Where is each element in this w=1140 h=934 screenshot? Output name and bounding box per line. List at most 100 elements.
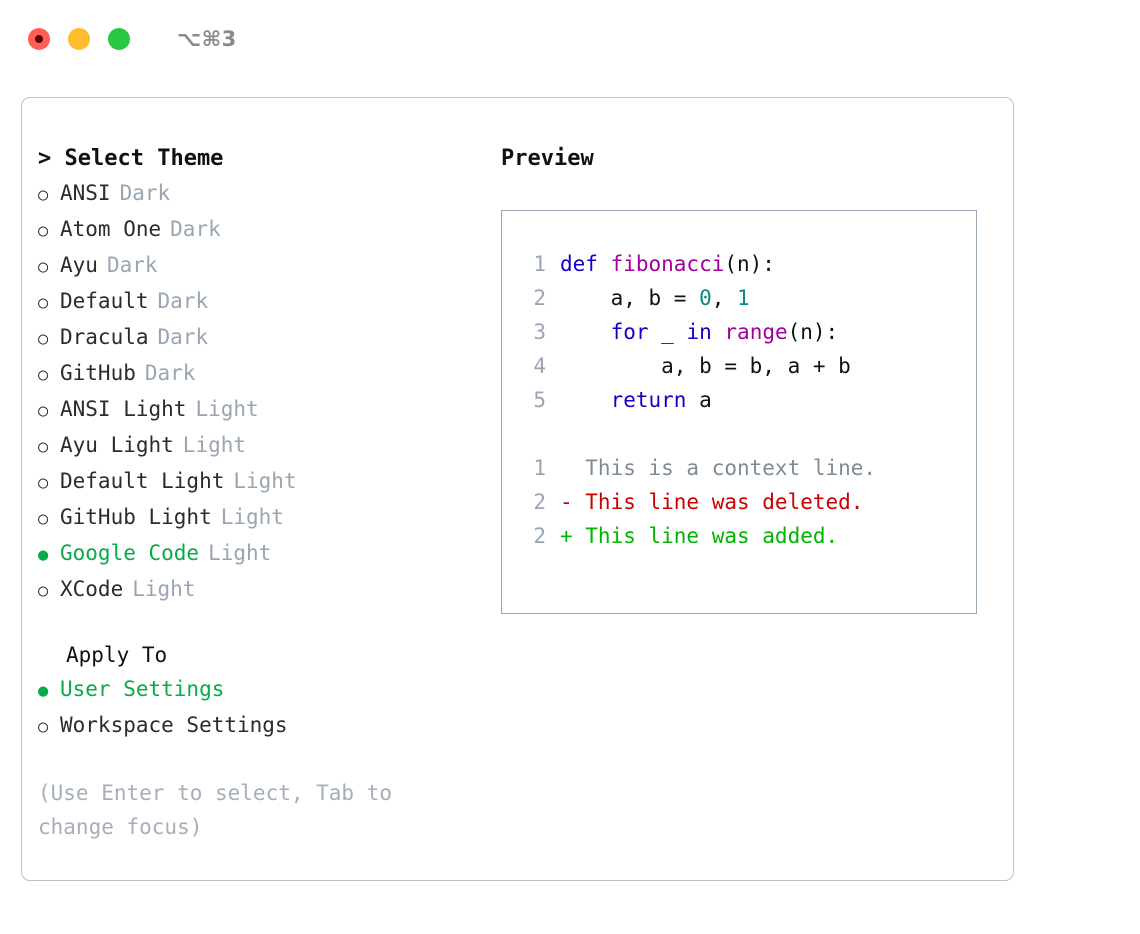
radio-unselected-icon: ○ — [38, 329, 49, 349]
theme-option-label: GitHub — [60, 361, 136, 385]
diff-line-content: This is a context line. — [560, 456, 877, 480]
window-titlebar: ⌥⌘3 — [0, 0, 1140, 78]
radio-unselected-icon: ○ — [38, 401, 49, 421]
code-token-plain: (n): — [787, 320, 839, 344]
code-line-number: 5 — [533, 388, 546, 412]
minimize-button-icon[interactable] — [68, 28, 90, 50]
code-token-plain: (n): — [724, 252, 775, 276]
apply-to-option-user-settings[interactable]: ● User Settings — [38, 672, 478, 708]
close-button-icon[interactable] — [28, 28, 50, 50]
code-line-number: 4 — [533, 354, 546, 378]
apply-to-option-label: Workspace Settings — [60, 713, 288, 737]
code-token-plain: _ — [648, 320, 687, 344]
theme-variant-tag: Dark — [119, 181, 171, 205]
diff-line-number: 2 — [533, 524, 546, 548]
code-token-plain — [560, 388, 611, 412]
radio-unselected-icon: ○ — [38, 581, 49, 601]
apply-to-option-workspace-settings[interactable]: ○ Workspace Settings — [38, 708, 478, 744]
radio-unselected-icon: ○ — [38, 293, 49, 313]
diff-line-ctx: 1 This is a context line. — [516, 451, 976, 485]
theme-option-label: Google Code — [60, 541, 200, 565]
theme-option-ayu[interactable]: ○ Ayu Dark — [38, 248, 478, 284]
code-token-plain — [560, 320, 611, 344]
theme-option-atom-one[interactable]: ○ Atom One Dark — [38, 212, 478, 248]
diff-line-content: - This line was deleted. — [560, 490, 864, 514]
code-token-num: 1 — [737, 286, 750, 310]
radio-unselected-icon: ○ — [38, 257, 49, 277]
theme-variant-tag: Dark — [157, 289, 209, 313]
radio-unselected-icon: ○ — [38, 437, 49, 457]
code-token-num: 0 — [699, 286, 712, 310]
code-token-plain — [712, 320, 725, 344]
apply-to-option-label: User Settings — [60, 677, 225, 701]
theme-option-label: GitHub Light — [60, 505, 212, 529]
code-token-plain: a — [686, 388, 712, 412]
radio-unselected-icon: ○ — [38, 185, 49, 205]
apply-to-heading: Apply To — [66, 643, 168, 667]
code-line-content: def fibonacci(n): — [560, 247, 775, 281]
theme-variant-tag: Light — [220, 505, 284, 529]
theme-option-xcode[interactable]: ○ XCode Light — [38, 572, 478, 608]
keyboard-shortcut-label: ⌥⌘3 — [177, 27, 237, 51]
code-line: 1 def fibonacci(n): — [516, 247, 976, 281]
apply-to-section: Apply To ● User Settings ○ Workspace Settin… — [38, 638, 478, 744]
apply-to-option-list[interactable]: ● User Settings ○ Workspace Settings — [38, 672, 478, 744]
theme-variant-tag: Light — [132, 577, 196, 601]
theme-variant-tag: Dark — [144, 361, 196, 385]
theme-variant-tag: Dark — [170, 217, 221, 241]
code-line: 5 return a — [516, 383, 976, 417]
radio-selected-icon: ● — [38, 545, 49, 565]
theme-option-label: Ayu — [60, 253, 98, 277]
code-token-plain: a, b = — [560, 286, 700, 310]
diff-line-number: 2 — [533, 490, 546, 514]
theme-variant-tag: Light — [195, 397, 259, 421]
theme-variant-tag: Dark — [157, 325, 209, 349]
theme-variant-tag: Dark — [106, 253, 158, 277]
code-token-kw: def — [560, 252, 611, 276]
code-line: 4 a, b = b, a + b — [516, 349, 976, 383]
radio-unselected-icon: ○ — [38, 473, 49, 493]
code-token-fn: range — [724, 320, 788, 344]
code-line-content: for _ in range(n): — [560, 315, 839, 349]
theme-option-label: Atom One — [60, 217, 162, 241]
diff-line-del: 2 - This line was deleted. — [516, 485, 976, 519]
traffic-lights — [28, 28, 130, 50]
code-line-content: a, b = b, a + b — [560, 349, 851, 383]
theme-option-label: Dracula — [60, 325, 149, 349]
keyboard-hint-text: (Use Enter to select, Tab to change focu… — [38, 781, 405, 839]
code-token-kw: in — [686, 320, 712, 344]
code-line-number: 3 — [533, 320, 546, 344]
zoom-button-icon[interactable] — [108, 28, 130, 50]
theme-variant-tag: Light — [208, 541, 272, 565]
code-token-plain: a, b = b, a + b — [560, 354, 851, 378]
theme-option-label: Default Light — [60, 469, 225, 493]
theme-option-label: XCode — [60, 577, 124, 601]
radio-selected-icon: ● — [38, 681, 49, 701]
code-token-kw: return — [610, 388, 687, 412]
code-line-content: return a — [560, 383, 712, 417]
theme-option-dracula[interactable]: ○ Dracula Dark — [38, 320, 478, 356]
code-line-content: a, b = 0, 1 — [560, 281, 750, 315]
radio-unselected-icon: ○ — [38, 221, 49, 241]
code-line: 3 for _ in range(n): — [516, 315, 976, 349]
code-line-number: 1 — [533, 252, 546, 276]
theme-option-google-code[interactable]: ● Google Code Light — [38, 536, 478, 572]
theme-variant-tag: Light — [182, 433, 247, 457]
radio-unselected-icon: ○ — [38, 717, 49, 737]
diff-line-add: 2+ This line was added. — [516, 519, 976, 553]
code-token-kw: for — [610, 320, 649, 344]
